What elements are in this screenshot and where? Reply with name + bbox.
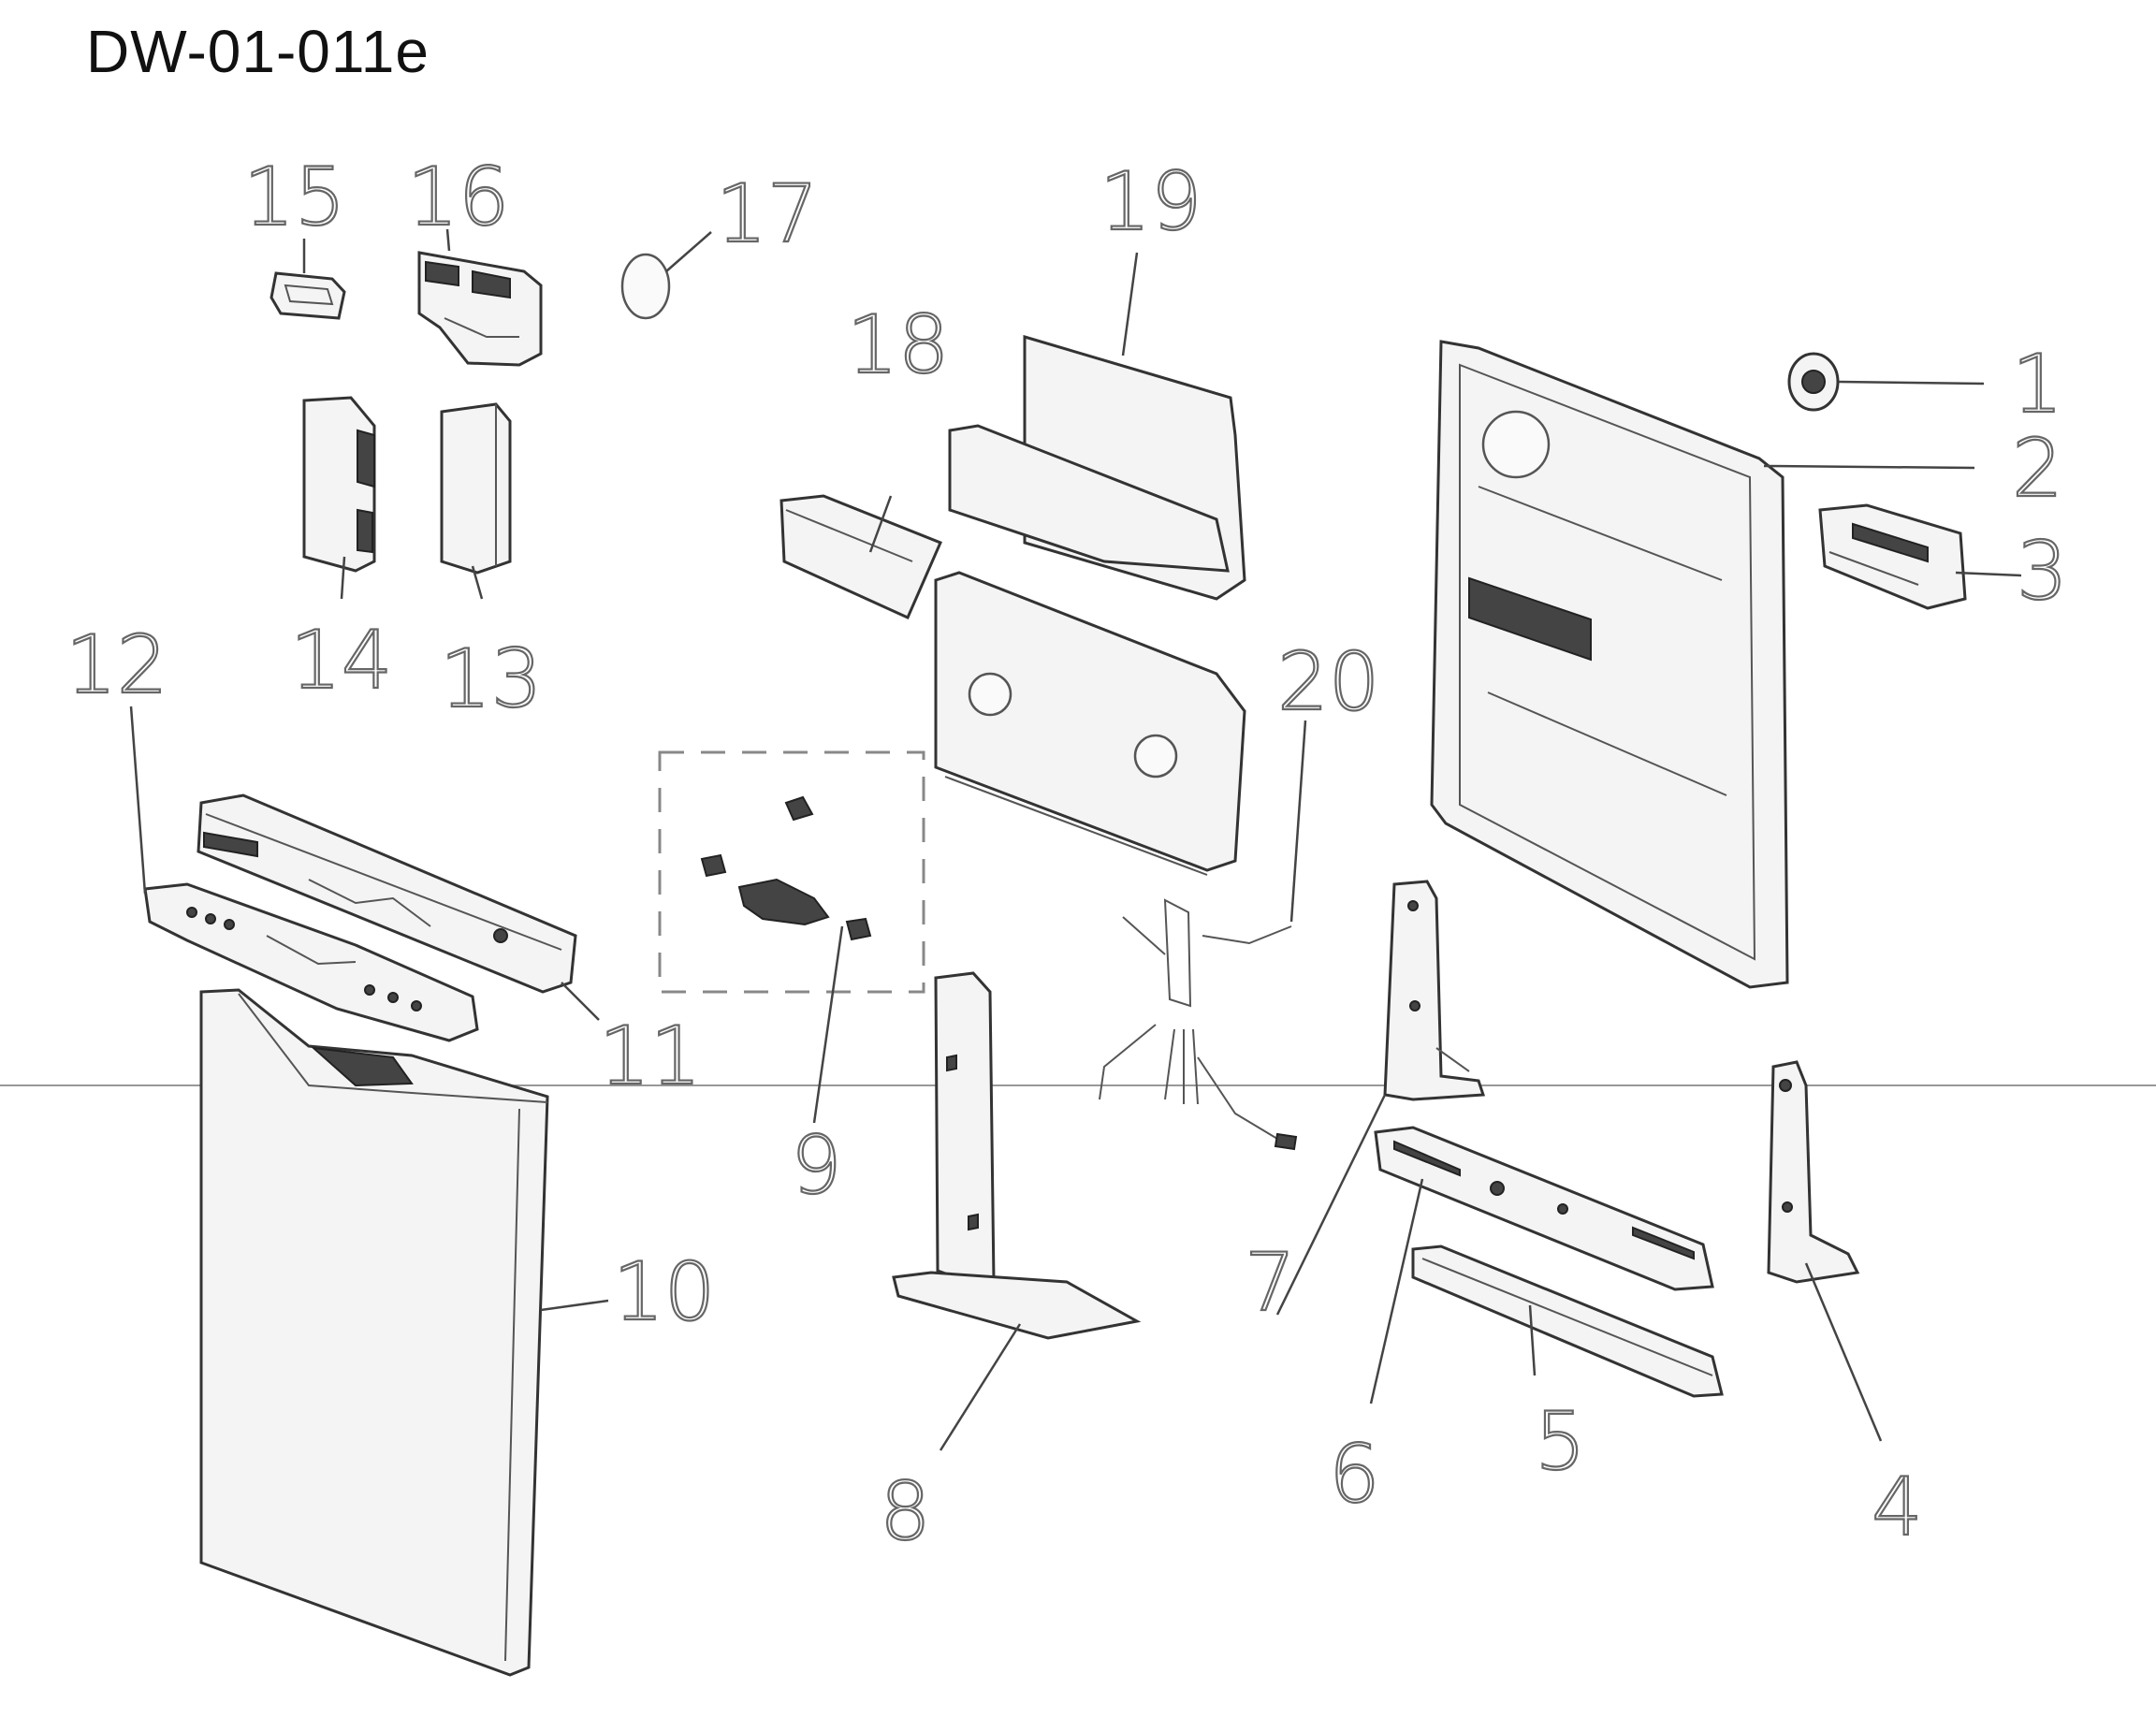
callout-1: 1 xyxy=(2012,338,2063,431)
callout-7: 7 xyxy=(1245,1236,1296,1330)
part-13-cover[interactable] xyxy=(440,402,512,575)
callout-2: 2 xyxy=(2012,422,2063,516)
part-6-rail[interactable] xyxy=(1374,1126,1714,1291)
callout-15: 15 xyxy=(243,151,345,244)
callout-4: 4 xyxy=(1872,1461,1923,1554)
callout-20: 20 xyxy=(1277,635,1379,729)
part-4-hinge[interactable] xyxy=(1767,1060,1860,1284)
callout-5: 5 xyxy=(1535,1395,1586,1489)
callout-13: 13 xyxy=(440,633,542,726)
callout-12: 12 xyxy=(66,619,168,712)
callout-14: 14 xyxy=(290,614,392,707)
callout-10: 10 xyxy=(613,1245,715,1339)
callout-8: 8 xyxy=(880,1465,931,1559)
part-8-hinge-bracket[interactable] xyxy=(892,971,1142,1340)
part-16-dispenser[interactable] xyxy=(417,251,543,367)
part-19-insulation-panel[interactable] xyxy=(934,334,1246,876)
part-1-knob[interactable] xyxy=(1787,352,1840,412)
part-18-insulation-pad[interactable] xyxy=(779,494,942,619)
part-15-bezel[interactable] xyxy=(270,271,346,320)
callout-11: 11 xyxy=(599,1010,701,1103)
callout-9: 9 xyxy=(791,1119,842,1213)
callout-16: 16 xyxy=(407,151,509,244)
diagram-title: DW-01-011e xyxy=(86,18,430,85)
part-12-control-panel[interactable] xyxy=(143,882,479,1042)
callout-6: 6 xyxy=(1329,1428,1380,1521)
part-7-hinge-arm[interactable] xyxy=(1383,880,1486,1101)
leader-lines xyxy=(129,228,2022,1451)
part-2-inner-door[interactable] xyxy=(1430,340,1789,989)
part-10-door-panel[interactable] xyxy=(199,988,549,1677)
part-14-control-board[interactable] xyxy=(302,396,376,573)
callout-19: 19 xyxy=(1100,155,1202,249)
part-20-wire-harness[interactable] xyxy=(1099,898,1298,1151)
callout-17: 17 xyxy=(716,167,818,261)
part-5-rail-strip[interactable] xyxy=(1411,1244,1724,1398)
part-3-latch[interactable] xyxy=(1818,503,1967,610)
callout-3: 3 xyxy=(2017,525,2068,619)
callout-18: 18 xyxy=(847,298,949,392)
part-11-console-housing[interactable] xyxy=(197,793,577,994)
part-9-hardware-kit[interactable] xyxy=(658,750,925,994)
part-17-seal-ring[interactable] xyxy=(620,253,671,320)
